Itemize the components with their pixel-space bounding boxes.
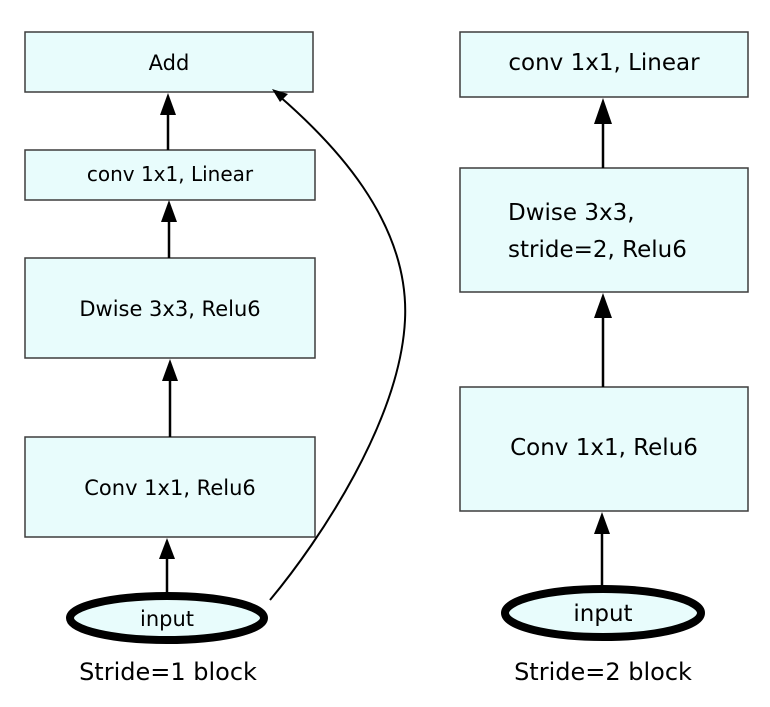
stride2-caption: Stride=2 block	[514, 658, 692, 686]
input-label: input	[140, 607, 194, 631]
r-dwise-label-line1: Dwise 3x3,	[508, 200, 635, 226]
arrowhead	[594, 512, 610, 534]
conv1x1-relu6-label: Conv 1x1, Relu6	[84, 476, 256, 500]
skip-arrowhead	[272, 89, 288, 102]
stride2-block: conv 1x1, Linear Dwise 3x3, stride=2, Re…	[459, 31, 749, 686]
add-node	[24, 31, 314, 93]
conv1x1-linear-node	[24, 149, 316, 201]
input-node	[66, 592, 268, 644]
skip-connection-curve	[269, 94, 407, 601]
add-label: Add	[149, 51, 190, 75]
conv1x1-linear-label: conv 1x1, Linear	[87, 162, 254, 186]
stride1-block: Add conv 1x1, Linear Dwise 3x3, Relu6 Co…	[24, 31, 407, 686]
arrowhead	[160, 93, 176, 115]
arrowhead	[161, 200, 177, 222]
r-conv1x1-relu6-node	[459, 386, 749, 512]
r-input-node	[501, 585, 705, 641]
stride1-caption: Stride=1 block	[79, 658, 257, 686]
arrowhead	[162, 359, 178, 381]
r-conv1x1-linear-label: conv 1x1, Linear	[508, 50, 700, 76]
arrowhead	[594, 293, 612, 318]
arrowhead	[594, 98, 612, 124]
r-conv1x1-relu6-label: Conv 1x1, Relu6	[510, 435, 698, 461]
r-dwise-node	[459, 167, 749, 293]
r-input-label: input	[573, 601, 632, 627]
conv1x1-relu6-node	[24, 436, 316, 538]
arrowhead	[159, 538, 175, 559]
r-dwise-label-line2: stride=2, Relu6	[508, 237, 687, 263]
dwise-label: Dwise 3x3, Relu6	[79, 297, 260, 321]
r-conv1x1-linear-node	[459, 31, 749, 98]
